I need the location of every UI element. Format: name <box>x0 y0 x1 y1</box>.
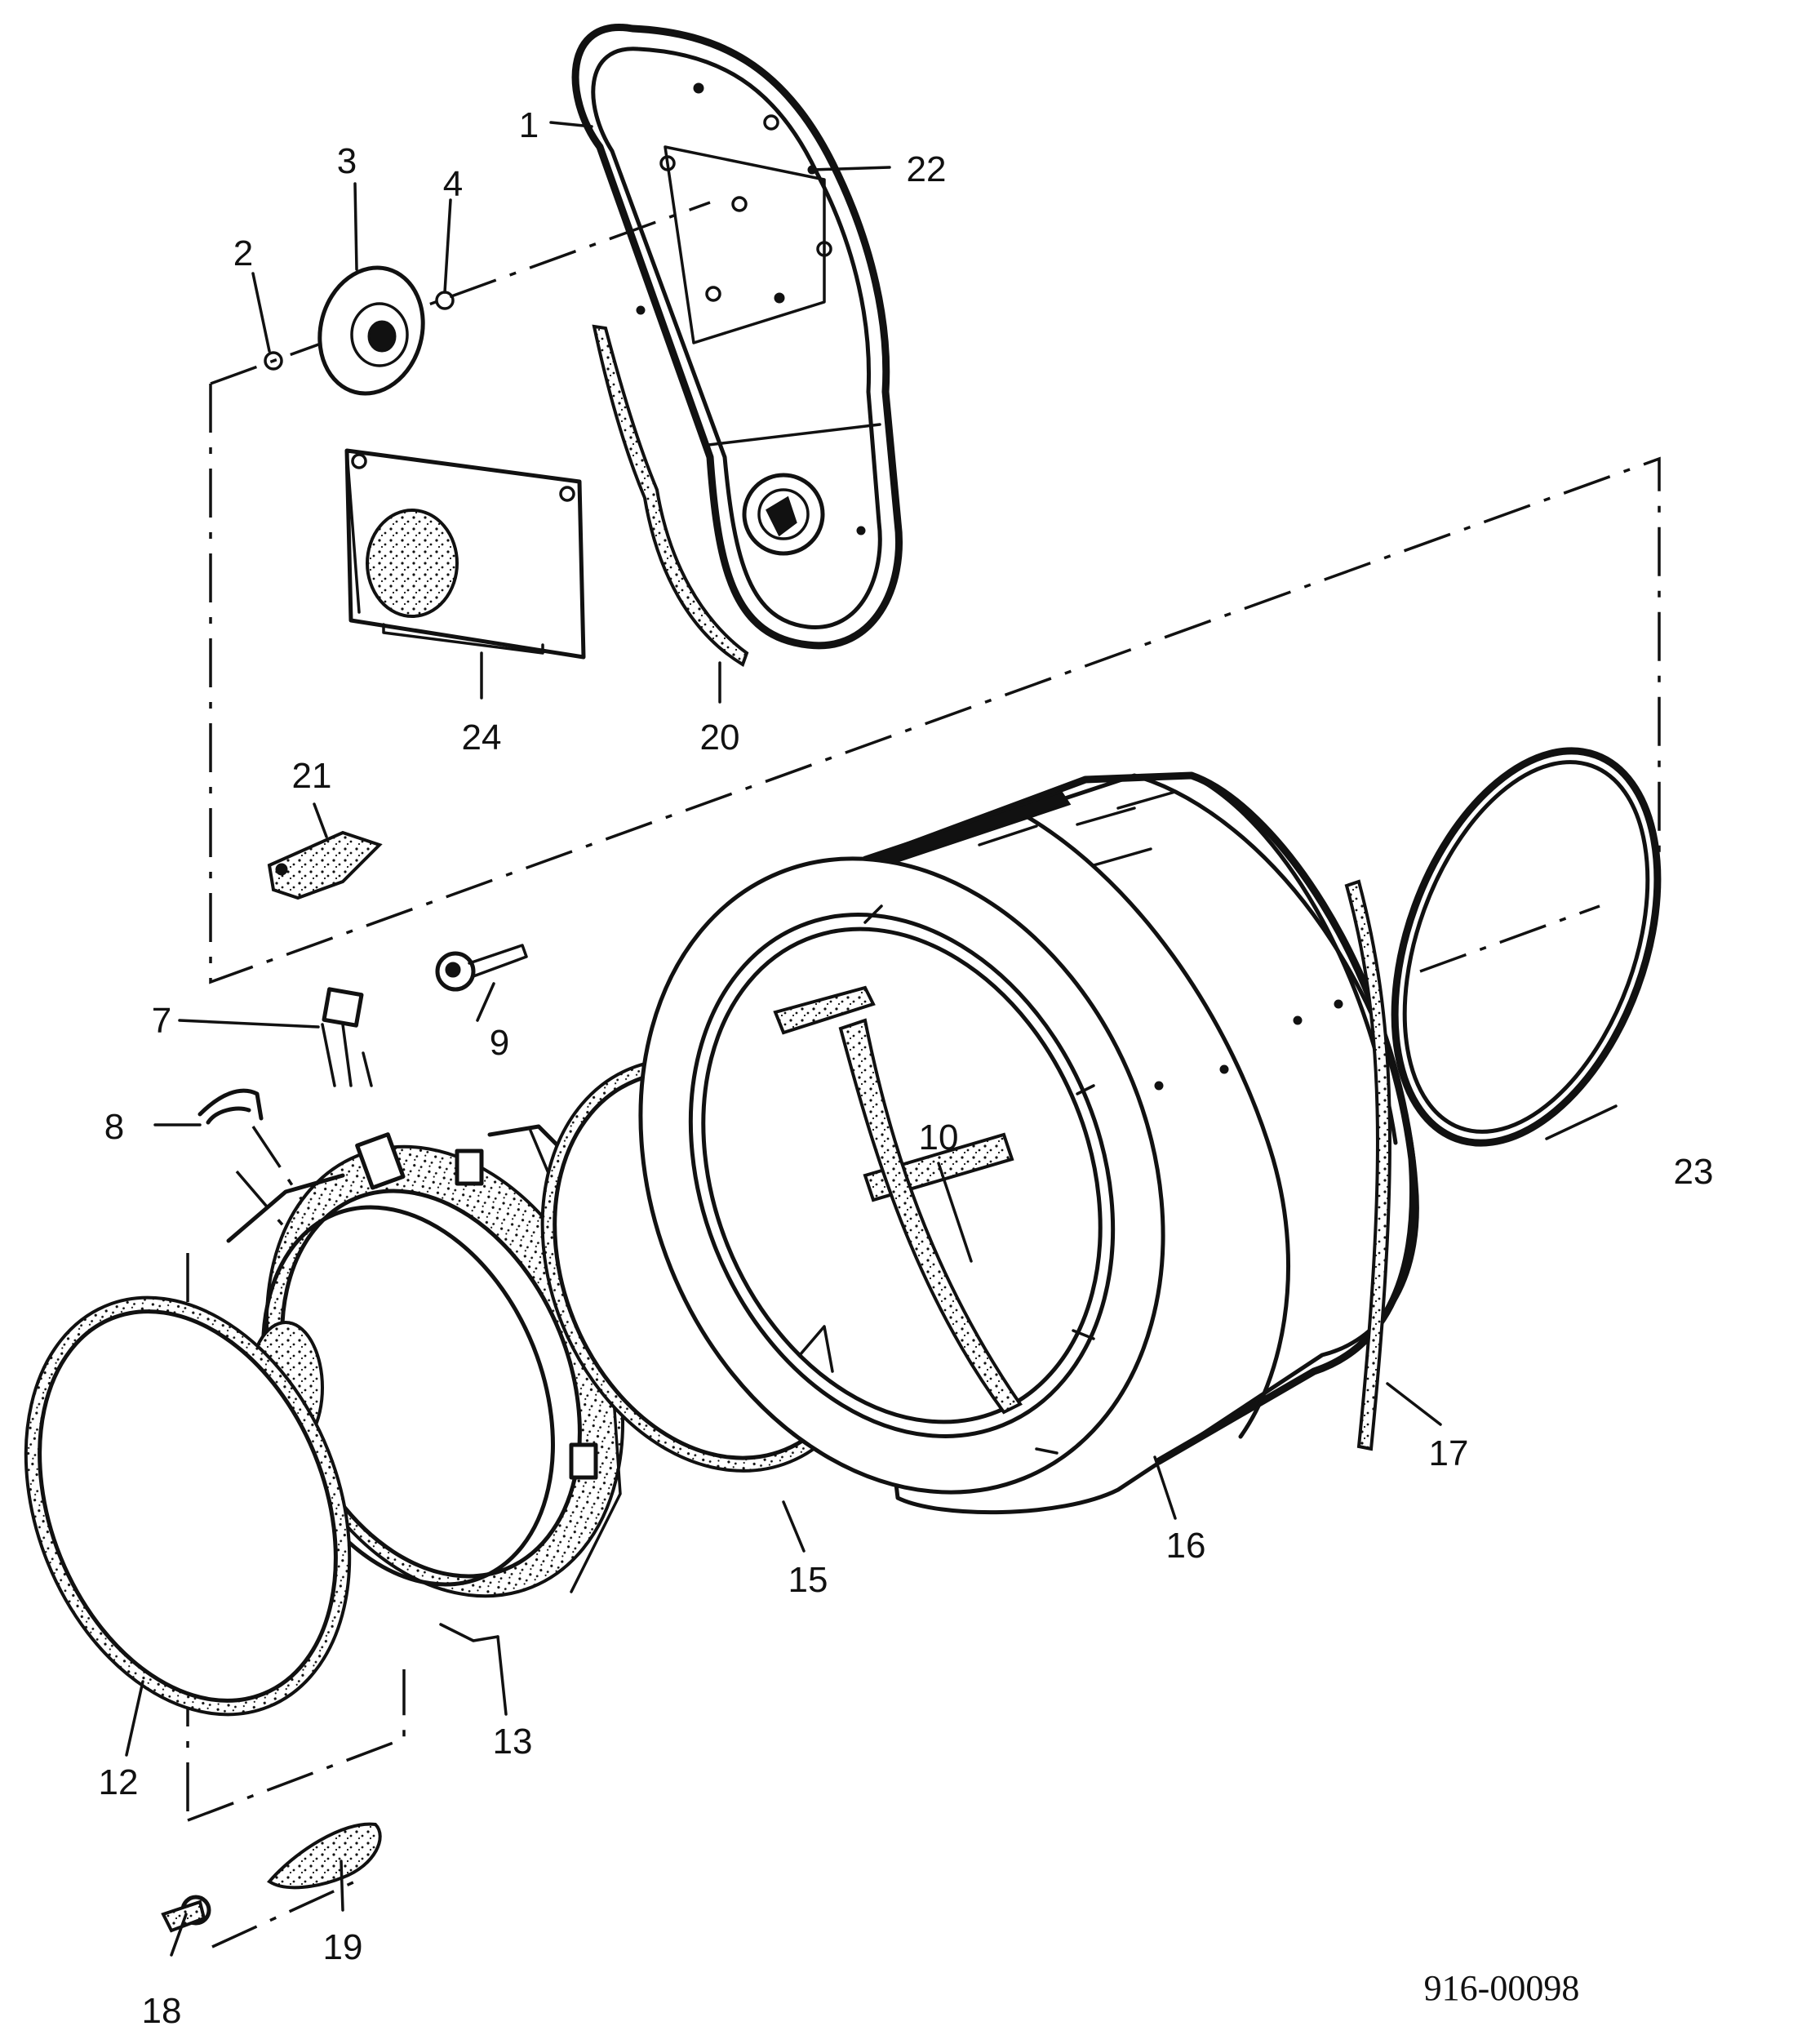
leader-lines <box>125 121 1618 1957</box>
callout-24: 24 <box>462 718 502 758</box>
front-felt-seal <box>24 1295 352 1717</box>
access-panel <box>344 448 586 660</box>
callout-13: 13 <box>493 1722 533 1762</box>
callout-7: 7 <box>152 1001 171 1041</box>
bolt <box>161 1895 211 1933</box>
lint-handle <box>266 1822 382 1890</box>
callout-4: 4 <box>443 164 463 204</box>
drawing-number: 916-00098 <box>1424 1968 1580 2008</box>
drum <box>638 771 1419 1515</box>
clip <box>198 1088 264 1125</box>
callout-19: 19 <box>323 1927 363 1967</box>
callout-12: 12 <box>99 1762 139 1802</box>
callout-20: 20 <box>700 718 740 758</box>
callout-15: 15 <box>788 1560 828 1600</box>
callout-23: 23 <box>1674 1152 1714 1192</box>
callout-21: 21 <box>292 756 332 796</box>
bulkhead-felt-seal <box>592 324 749 667</box>
felt-strip <box>1344 879 1391 1451</box>
front-bulkhead <box>226 1124 625 1642</box>
callout-2: 2 <box>233 233 253 273</box>
thermostat <box>267 830 383 900</box>
callout-labels: 1 2 3 4 7 8 9 10 12 13 15 16 17 18 19 20… <box>99 105 1714 2031</box>
rear-drum-seal <box>1391 747 1662 1147</box>
callout-1: 1 <box>519 105 539 145</box>
callout-22: 22 <box>907 149 947 189</box>
callout-18: 18 <box>142 1991 182 2031</box>
door-switch <box>321 987 373 1087</box>
callout-10: 10 <box>919 1118 959 1158</box>
callout-8: 8 <box>104 1107 124 1147</box>
callout-3: 3 <box>337 141 357 181</box>
callout-16: 16 <box>1166 1526 1206 1566</box>
bearing-assembly <box>264 265 455 396</box>
callout-9: 9 <box>490 1023 509 1063</box>
rear-bulkhead <box>571 24 903 650</box>
callout-17: 17 <box>1429 1433 1469 1473</box>
sensor <box>435 944 528 992</box>
